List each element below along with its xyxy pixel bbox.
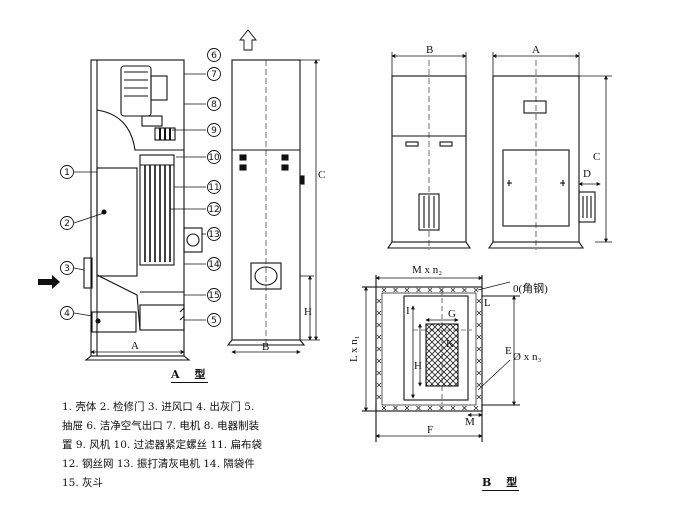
bolt-hole-mark	[376, 322, 382, 328]
callout-11: 11	[208, 183, 219, 193]
dim-a-typeB	[492, 52, 612, 243]
bolt-hole-mark	[416, 405, 421, 411]
dim-i-label: I	[406, 305, 410, 317]
bolt-hole-mark	[476, 370, 482, 376]
dim-a2-label: A	[532, 44, 540, 56]
dim-mxn2-label: M x n₂	[412, 264, 442, 276]
bolt-hole-mark	[376, 298, 382, 304]
legend-line: 12. 钢丝网 13. 振打清灰电机 14. 隔袋件	[62, 458, 255, 470]
bolt-hole-mark	[376, 394, 382, 400]
outlet-arrow	[239, 29, 257, 51]
inlet-arrow	[38, 275, 60, 289]
dim-c2-label: C	[593, 151, 600, 163]
bolt-hole-mark	[381, 287, 387, 293]
bolt-hole-mark	[439, 405, 444, 411]
callout-6: 6	[211, 51, 217, 61]
callout-leaders	[73, 73, 206, 321]
callout-12: 12	[208, 205, 219, 215]
callout-9: 9	[211, 126, 217, 136]
bolt-hole-mark	[376, 310, 382, 316]
bolt-hole-mark	[476, 394, 482, 400]
bolt-hole-mark	[462, 287, 467, 293]
dim-l-label: L	[484, 297, 491, 309]
bolt-hole-mark	[393, 405, 398, 411]
bolt-hole-mark	[450, 287, 456, 293]
legend-line: 抽屉 6. 洁净空气出口 7. 电机 8. 电器制装	[62, 420, 260, 432]
dim-b-label: B	[262, 341, 269, 353]
dim-d-label: D	[583, 168, 591, 180]
dim-k-label: K	[446, 338, 454, 350]
bolt-hole-mark	[376, 334, 382, 340]
bolt-hole-mark	[476, 322, 482, 328]
callout-8: 8	[211, 100, 217, 110]
dim-c-typeA	[300, 59, 320, 341]
callout-10: 10	[208, 153, 220, 163]
type-a-side-view	[226, 59, 306, 346]
bolt-hole-mark	[476, 358, 482, 364]
type-b-front-view	[386, 60, 472, 250]
dim-m-label: M	[465, 416, 475, 428]
angle-steel-label: 0(角钢)	[513, 282, 548, 295]
bolt-hole-mark	[376, 346, 382, 352]
bolt-hole-mark	[450, 405, 456, 411]
legend-line: 15. 灰斗	[62, 477, 104, 489]
callout-5: 5	[211, 316, 217, 326]
callout-15: 15	[208, 291, 219, 301]
dim-e-label: E	[505, 345, 512, 357]
legend-line: 置 9. 风机 10. 过滤器紧定螺丝 11. 扁布袋	[62, 439, 262, 451]
type-a-title: A 型	[171, 368, 208, 383]
bolt-hole-mark	[473, 287, 479, 293]
bolt-hole-mark	[381, 405, 387, 411]
dim-b2-label: B	[426, 44, 433, 56]
bolt-hole-mark	[416, 287, 421, 293]
callout-13: 13	[208, 230, 219, 240]
bolt-hole-mark	[476, 382, 482, 388]
flange-holes	[376, 287, 482, 411]
hole-spec-label: Ø x n₃	[513, 351, 541, 363]
bolt-hole-mark	[393, 287, 398, 293]
type-b-plan-view	[362, 275, 520, 442]
bolt-hole-mark	[376, 370, 382, 376]
type-b-title: B 型	[482, 476, 520, 491]
bolt-hole-mark	[404, 287, 410, 293]
callout-3: 3	[64, 264, 70, 274]
dim-lxn1-label: L x n₁	[348, 335, 360, 362]
dim-h2-label: H	[414, 360, 422, 372]
dim-a-label: A	[131, 340, 139, 352]
bolt-hole-mark	[462, 405, 467, 411]
bolt-hole-mark	[476, 346, 482, 352]
type-a-front-view	[83, 59, 203, 361]
bolt-hole-mark	[404, 405, 410, 411]
parts-legend: 1. 壳体 2. 检修门 3. 进风口 4. 出灰门 5. 抽屉 6. 洁净空气…	[62, 398, 342, 493]
callout-4: 4	[64, 309, 70, 319]
bolt-hole-mark	[427, 287, 433, 293]
type-b-side-view	[487, 60, 596, 250]
bolt-hole-mark	[376, 382, 382, 388]
callout-2: 2	[64, 219, 70, 229]
bolt-hole-mark	[476, 310, 482, 316]
callout-14: 14	[208, 260, 220, 270]
dim-b-typeB	[391, 52, 467, 76]
dim-c-label: C	[318, 169, 325, 181]
legend-line: 1. 壳体 2. 检修门 3. 进风口 4. 出灰门 5.	[62, 401, 255, 413]
bolt-hole-mark	[473, 405, 479, 411]
dim-f-label: F	[427, 424, 433, 436]
bolt-hole-mark	[476, 334, 482, 340]
bolt-hole-mark	[439, 287, 444, 293]
bolt-hole-mark	[376, 358, 382, 364]
bolt-hole-mark	[476, 298, 482, 304]
bolt-hole-mark	[427, 405, 433, 411]
dim-h-label: H	[304, 306, 312, 318]
callout-circles	[60, 48, 221, 327]
callout-1: 1	[64, 168, 70, 178]
dim-g-label: G	[448, 308, 456, 320]
callout-7: 7	[211, 70, 217, 80]
